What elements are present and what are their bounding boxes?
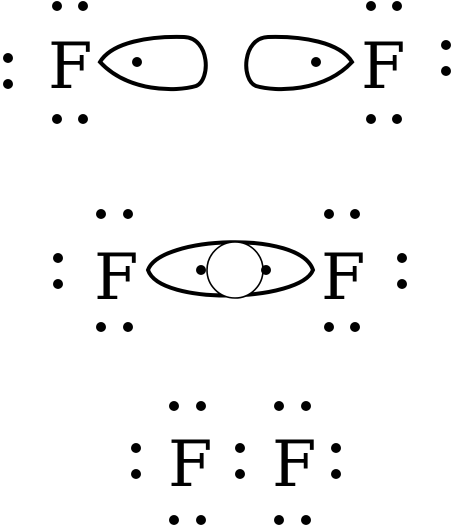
lone-pair-top-row2-right: [324, 209, 360, 219]
atom-f-row1-left: F: [48, 30, 92, 104]
lone-pair-bottom-row3-right: [274, 515, 311, 525]
lone-pair-bottom-row2-left: [96, 322, 133, 332]
orbital-lobe-right: [244, 34, 355, 92]
lone-pair-left-row1-left: [3, 53, 13, 89]
bonding-orbital-overlap: [145, 240, 316, 298]
lone-pair-left-row3-left: [131, 443, 141, 479]
lone-pair-top-row3-right: [274, 401, 311, 411]
unpaired-electron-right: [311, 57, 321, 67]
bond-electron-right: [261, 265, 271, 275]
row-orbital-overlap: F F: [53, 209, 407, 332]
lone-pair-top-row1-left: [52, 1, 88, 11]
row-lewis-structure: F F: [131, 401, 341, 525]
lone-pair-left-row2-left: [53, 253, 63, 289]
lone-pair-right-row1-right: [441, 40, 451, 76]
lone-pair-top-row1-right: [366, 1, 402, 11]
atom-f-row3-right: F: [272, 428, 316, 502]
unpaired-electron-left: [132, 57, 142, 67]
shared-bond-pair: [235, 443, 245, 479]
lone-pair-right-row3-right: [331, 443, 341, 479]
atom-f-row2-left: F: [94, 241, 138, 315]
lone-pair-bottom-row3-left: [169, 515, 206, 525]
atom-f-row2-right: F: [321, 241, 365, 315]
lone-pair-bottom-row1-left: [52, 114, 88, 124]
orbital-lobe-left: [97, 34, 208, 92]
row-separate-atoms: F F: [3, 1, 451, 124]
atom-f-row3-left: F: [168, 428, 212, 502]
overlap-region-circle: [206, 241, 264, 299]
lone-pair-bottom-row2-right: [324, 322, 360, 332]
bond-electron-left: [196, 265, 206, 275]
lone-pair-right-row2-right: [397, 253, 407, 289]
atom-f-row1-right: F: [361, 30, 405, 104]
lone-pair-top-row2-left: [96, 209, 133, 219]
lone-pair-bottom-row1-right: [366, 114, 402, 124]
lone-pair-top-row3-left: [169, 401, 206, 411]
